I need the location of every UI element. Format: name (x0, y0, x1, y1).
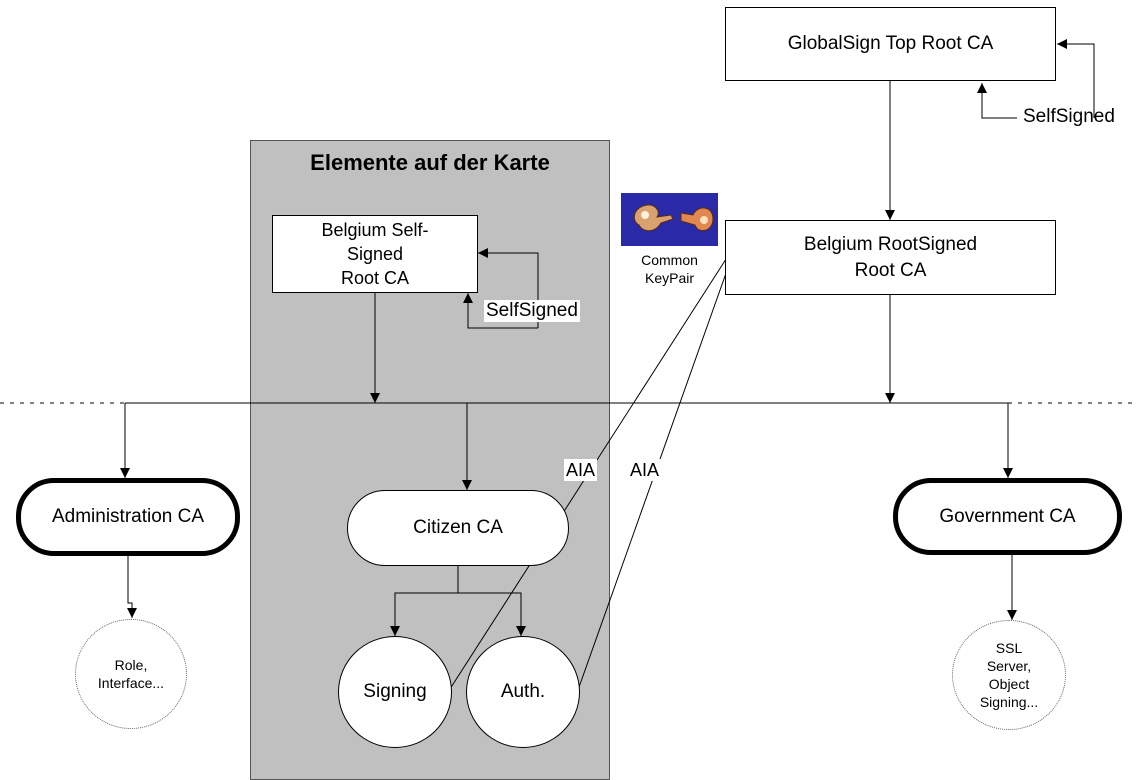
common-keypair-label: Common KeyPair (641, 252, 698, 286)
belgium-rootsigned-root-ca[interactable]: Belgium RootSigned Root CA (725, 220, 1056, 295)
role-interface-label: Role, Interface... (97, 657, 165, 691)
auth-label: Auth. (500, 681, 546, 702)
government-ca-label: Government CA (939, 505, 1076, 527)
selfsigned-label-top: SelfSigned (1023, 106, 1115, 127)
belgium-selfsigned-label: Belgium Self- Signed Root CA (321, 220, 429, 288)
auth-node[interactable]: Auth. (466, 636, 580, 748)
role-interface-node[interactable]: Role, Interface... (75, 619, 187, 729)
selfsigned-label-panel: SelfSigned (484, 300, 580, 322)
ssl-object-label: SSL Server, Object Signing... (979, 640, 1039, 710)
government-ca[interactable]: Government CA (893, 478, 1122, 555)
citizen-ca-label: Citizen CA (413, 517, 503, 538)
aia-label-1: AIA (564, 459, 598, 481)
arrow-citizen-to-auth (458, 592, 526, 636)
administration-ca-label: Administration CA (51, 506, 205, 527)
globalsign-label: GlobalSign Top Root CA (787, 33, 994, 54)
globalsign-top-root-ca[interactable]: GlobalSign Top Root CA (725, 7, 1056, 81)
belgium-rootsigned-label: Belgium RootSigned Root CA (803, 233, 978, 281)
signing-label: Signing (363, 681, 427, 702)
aia-label-2: AIA (628, 459, 662, 481)
ssl-object-node[interactable]: SSL Server, Object Signing... (952, 620, 1066, 730)
selfsigned-loop-top-2 (1057, 39, 1095, 118)
arrow-admin-to-role (127, 556, 137, 618)
selfsigned-loop-panel-2 (463, 293, 538, 329)
belgium-selfsigned-root-ca[interactable]: Belgium Self- Signed Root CA (272, 215, 478, 293)
panel-title: Elemente auf der Karte (310, 150, 550, 175)
citizen-ca[interactable]: Citizen CA (347, 490, 569, 566)
signing-node[interactable]: Signing (338, 636, 452, 748)
arrow-citizen-to-signing (390, 592, 458, 636)
administration-ca[interactable]: Administration CA (16, 478, 240, 556)
keypair-icon (621, 193, 718, 246)
selfsigned-loop-top (977, 83, 1017, 119)
